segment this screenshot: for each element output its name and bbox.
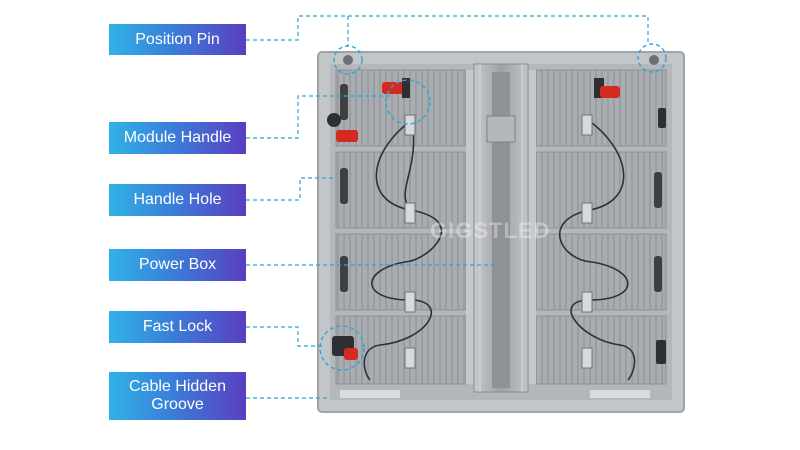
label-fast-lock: Fast Lock — [109, 311, 246, 343]
label-position-pin: Position Pin — [109, 24, 246, 55]
watermark-logo: GIGSTLED — [430, 218, 551, 243]
position-pins — [343, 55, 659, 65]
lock-clips — [404, 114, 593, 369]
label-power-box: Power Box — [109, 249, 246, 281]
leader-lines — [246, 15, 649, 399]
label-handle-hole: Handle Hole — [109, 184, 246, 216]
label-cable-hidden-groove: Cable Hidden Groove — [109, 372, 246, 420]
bottom-label-strips — [340, 390, 650, 398]
label-module-handle: Module Handle — [109, 122, 246, 154]
module-handles — [327, 78, 666, 364]
power-box — [473, 63, 529, 393]
handle-holes — [340, 84, 662, 292]
